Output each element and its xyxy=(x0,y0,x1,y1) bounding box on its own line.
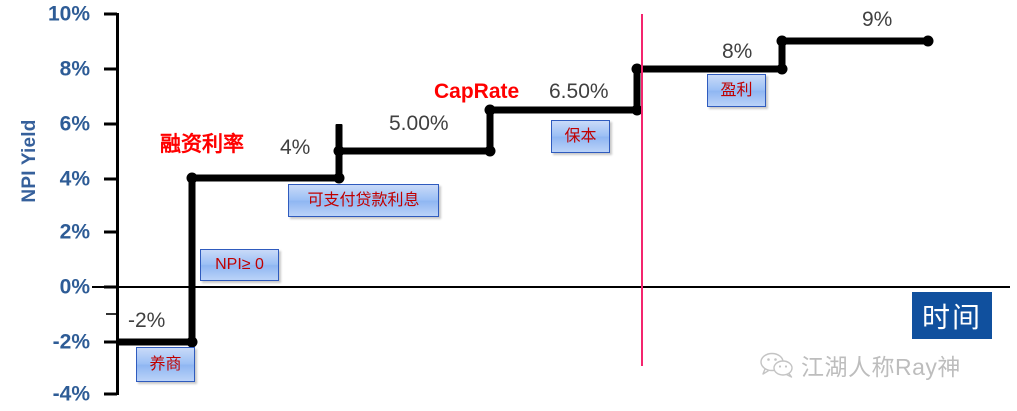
step-riser-65-to-8 xyxy=(633,68,641,114)
callout-yangshang[interactable]: 养商 xyxy=(136,347,195,382)
step-segment-9 xyxy=(779,37,929,45)
step-node-8-start xyxy=(631,63,643,75)
label-financing-rate: 融资利率 xyxy=(160,133,244,156)
y-axis-tick-10 xyxy=(104,12,117,16)
step-segment-65 xyxy=(487,106,639,114)
x-axis-label-time: 时间 xyxy=(912,292,992,339)
step-node-65-end xyxy=(631,104,643,116)
watermark-text: 江湖人称Ray神 xyxy=(801,354,961,380)
step-node-4-end xyxy=(333,172,345,184)
value-label-5: 5.00% xyxy=(389,112,449,135)
step-node-5-start xyxy=(333,145,345,157)
y-axis-labels: 10% 8% 6% 4% 2% 0% -2% -4% xyxy=(22,0,90,411)
step-segment-neg2 xyxy=(117,338,195,346)
y-tick-label-10: 10% xyxy=(47,2,90,26)
y-tick-label-4: 4% xyxy=(59,167,90,191)
value-label-4: 4% xyxy=(280,136,311,159)
y-axis-tick-8 xyxy=(104,67,117,71)
y-axis-tick-minor-neg1 xyxy=(106,313,116,315)
callout-breakeven[interactable]: 保本 xyxy=(551,120,610,153)
y-axis-tick-6 xyxy=(104,122,117,126)
step-segment-8 xyxy=(634,65,785,73)
step-node-9-start xyxy=(776,35,788,47)
step-node-8-end xyxy=(776,63,788,75)
step-segment-5 xyxy=(336,147,493,155)
y-axis-tick-4 xyxy=(104,177,117,181)
y-tick-label-2: 2% xyxy=(59,220,90,244)
step-node-4-start xyxy=(186,172,198,184)
y-tick-label-8: 8% xyxy=(59,57,90,81)
label-cap-rate: CapRate xyxy=(434,80,520,103)
milestone-divider xyxy=(641,14,643,366)
y-axis-spine xyxy=(116,13,119,395)
value-label-65: 6.50% xyxy=(549,80,609,103)
callout-profit[interactable]: 盈利 xyxy=(707,74,766,107)
y-tick-label-6: 6% xyxy=(59,112,90,136)
zero-baseline xyxy=(92,286,1010,288)
step-node-5-end xyxy=(484,145,496,157)
value-label-neg2: -2% xyxy=(128,309,166,332)
y-axis-tick-2 xyxy=(104,230,117,234)
wechat-icon xyxy=(760,352,794,378)
y-tick-label-neg4: -4% xyxy=(52,382,90,406)
y-tick-label-0: 0% xyxy=(59,275,90,299)
y-tick-label-neg2: -2% xyxy=(52,330,90,354)
step-riser-neg2-to-4 xyxy=(188,177,196,345)
value-label-9: 9% xyxy=(862,8,893,31)
step-node-65-start xyxy=(484,104,496,116)
step-node-neg2 xyxy=(186,336,198,348)
step-riser-8-to-9 xyxy=(778,38,786,73)
y-axis-tick-neg4 xyxy=(104,392,117,396)
callout-npi-ge-zero[interactable]: NPI≥ 0 xyxy=(200,249,279,281)
value-label-8: 8% xyxy=(722,40,753,63)
y-axis-tick-neg2 xyxy=(104,340,117,344)
step-riser-5-to-65 xyxy=(486,110,494,155)
watermark: 江湖人称Ray神 xyxy=(760,348,961,382)
callout-pay-loan-interest[interactable]: 可支付贷款利息 xyxy=(288,184,439,217)
step-node-9-end xyxy=(922,35,934,47)
step-segment-4 xyxy=(189,174,341,182)
